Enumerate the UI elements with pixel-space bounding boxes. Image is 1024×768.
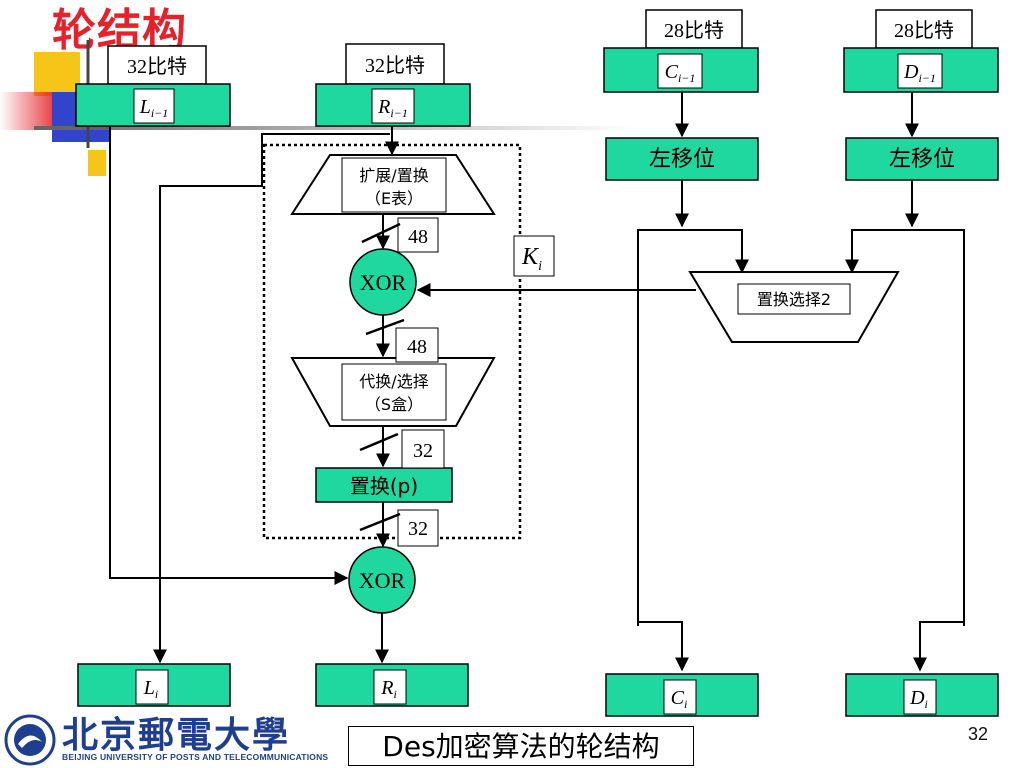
svg-text:Ri: Ri xyxy=(380,677,397,701)
width-label-48b: 48 xyxy=(365,318,439,363)
register-r-prev: Ri−1 xyxy=(315,83,471,127)
svg-text:Ci−1: Ci−1 xyxy=(665,61,696,85)
svg-text:Li: Li xyxy=(143,677,158,701)
svg-text:扩展/置换: 扩展/置换 xyxy=(359,166,428,185)
svg-text:Ki: Ki xyxy=(521,244,542,274)
shift-left-d-box: 左移位 xyxy=(845,137,999,181)
bit-label-c: 28比特 xyxy=(645,9,743,49)
width-label-48a: 48 xyxy=(361,217,439,253)
register-l-out: Li xyxy=(77,663,231,707)
shift-left-c-box: 左移位 xyxy=(605,137,759,181)
svg-text:48: 48 xyxy=(407,336,427,358)
svg-text:Ri−1: Ri−1 xyxy=(377,96,408,120)
expansion-box: 扩展/置换 （E表） xyxy=(290,154,496,215)
svg-text:（S盒）: （S盒） xyxy=(365,395,423,414)
svg-text:左移位: 左移位 xyxy=(889,147,955,172)
svg-text:（E表）: （E表） xyxy=(365,189,423,208)
sbox-box: 代换/选择 （S盒） xyxy=(290,357,496,427)
svg-text:28比特: 28比特 xyxy=(664,19,724,42)
svg-text:32比特: 32比特 xyxy=(127,55,187,78)
register-r-out: Ri xyxy=(315,663,469,707)
svg-text:XOR: XOR xyxy=(360,270,407,295)
svg-text:置换(p): 置换(p) xyxy=(350,474,418,498)
svg-text:Di: Di xyxy=(909,687,928,711)
svg-text:置换选择2: 置换选择2 xyxy=(757,290,831,309)
svg-text:32: 32 xyxy=(408,518,428,540)
bit-label-d: 28比特 xyxy=(875,9,973,49)
xor-left-mix: XOR xyxy=(348,546,416,614)
svg-text:32比特: 32比特 xyxy=(365,54,425,77)
xor-key-mix: XOR xyxy=(349,248,417,316)
register-l-prev: Li−1 xyxy=(75,83,231,127)
svg-text:XOR: XOR xyxy=(359,568,406,593)
svg-text:代换/选择: 代换/选择 xyxy=(359,372,428,391)
bit-label-left: 32比特 xyxy=(107,45,207,85)
svg-text:32: 32 xyxy=(413,440,433,462)
subkey-label: Ki xyxy=(513,235,555,277)
page-number: 32 xyxy=(968,724,989,744)
svg-text:Di−1: Di−1 xyxy=(903,61,936,85)
permutation-p-box: 置换(p) xyxy=(315,467,453,503)
register-d-prev: Di−1 xyxy=(843,47,999,93)
width-label-32b: 32 xyxy=(359,509,439,547)
university-emblem-icon xyxy=(4,714,56,766)
svg-text:48: 48 xyxy=(408,226,428,248)
diagram-caption: Des加密算法的轮结构 xyxy=(348,726,694,766)
university-name-cn: 北京郵電大學 xyxy=(62,714,291,756)
pc2-box: 置换选择2 xyxy=(688,271,900,343)
svg-text:Ci: Ci xyxy=(671,687,688,711)
register-c-prev: Ci−1 xyxy=(603,47,759,93)
svg-text:左移位: 左移位 xyxy=(649,147,715,172)
connectors xyxy=(109,92,965,672)
svg-text:28比特: 28比特 xyxy=(894,19,954,42)
register-d-out: Di xyxy=(845,673,999,717)
register-c-out: Ci xyxy=(605,673,759,717)
university-name-en: BEIJING UNIVERSITY OF POSTS AND TELECOMM… xyxy=(62,752,329,762)
width-label-32a: 32 xyxy=(359,429,445,469)
svg-text:Li−1: Li−1 xyxy=(139,96,169,120)
bit-label-right: 32比特 xyxy=(345,43,445,85)
